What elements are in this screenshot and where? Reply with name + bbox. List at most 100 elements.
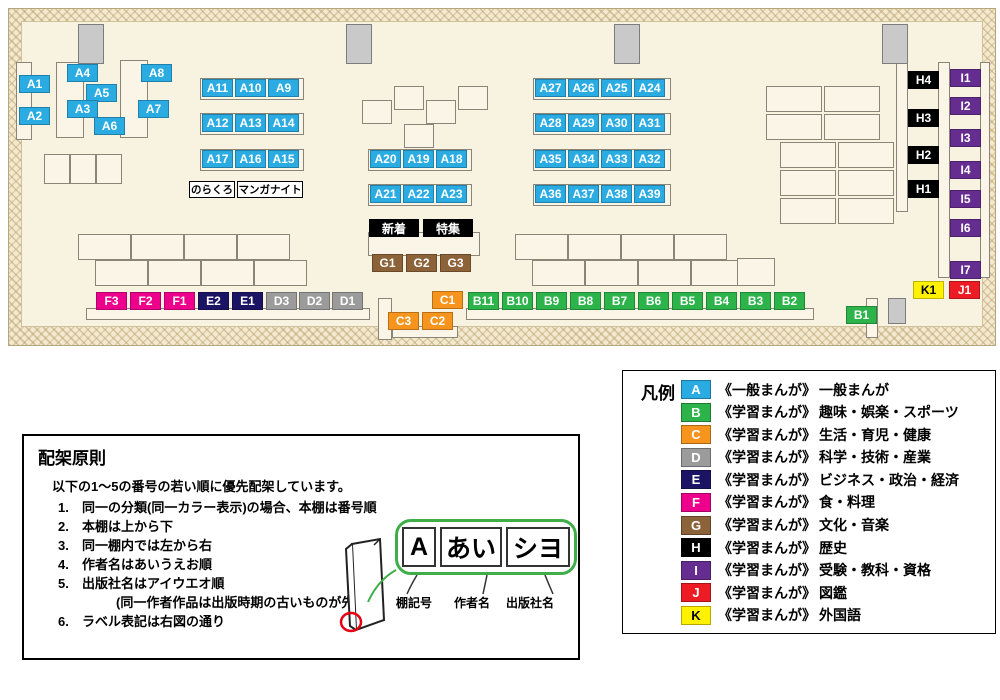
shelf xyxy=(254,260,307,286)
shelf xyxy=(568,234,621,260)
shelf xyxy=(78,234,131,260)
map-label-A32: A32 xyxy=(634,150,665,168)
map-label-D2: D2 xyxy=(299,292,330,310)
shelf xyxy=(766,114,822,140)
legend-category-name: 外国語 xyxy=(819,607,861,624)
legend-category-name: 図鑑 xyxy=(819,584,847,601)
map-label-A28: A28 xyxy=(535,114,566,132)
legend-label: 《学習まんが》受験・教科・資格 xyxy=(718,560,931,580)
rule-number: 1. xyxy=(58,500,69,515)
map-label-I2: I2 xyxy=(950,97,981,115)
map-label-A39: A39 xyxy=(634,185,665,203)
map-label-I1: I1 xyxy=(950,69,981,87)
shelf xyxy=(362,100,392,124)
rule-item: 4.作者名はあいうえお順 xyxy=(58,555,377,574)
map-label-B5: B5 xyxy=(672,292,703,310)
map-label-A27: A27 xyxy=(535,79,566,97)
map-label-B6: B6 xyxy=(638,292,669,310)
pillar xyxy=(888,298,906,324)
map-label-A9: A9 xyxy=(268,79,299,97)
shelf xyxy=(394,86,424,110)
map-label-A31: A31 xyxy=(634,114,665,132)
legend-swatch-H: H xyxy=(681,538,711,558)
map-label-A33: A33 xyxy=(601,150,632,168)
legend-category-name: 食・料理 xyxy=(819,494,875,511)
rule-number: 4. xyxy=(58,557,69,572)
legend-category-name: 趣味・娯楽・スポーツ xyxy=(819,404,959,421)
map-label-B4: B4 xyxy=(706,292,737,310)
rule-number: 6. xyxy=(58,614,69,629)
shelf xyxy=(96,154,122,184)
shelf xyxy=(44,154,70,184)
legend-swatch-E: E xyxy=(681,470,711,490)
map-label-A23: A23 xyxy=(436,185,467,203)
map-label-A16: A16 xyxy=(235,150,266,168)
map-text-label: マンガナイト xyxy=(237,181,303,198)
map-label-F2: F2 xyxy=(130,292,161,310)
legend-item-J: J 《学習まんが》図鑑 xyxy=(681,583,959,603)
legend-category-name: 文化・音楽 xyxy=(819,517,889,534)
legend-item-E: E《学習まんが》ビジネス・政治・経済 xyxy=(681,470,959,490)
map-label-A5: A5 xyxy=(86,84,117,102)
shelf xyxy=(824,114,880,140)
map-label-A29: A29 xyxy=(568,114,599,132)
rules-list: 1. 同一の分類(同一カラー表示)の場合、本棚は番号順 2.本棚は上から下 3. 同一棚… xyxy=(58,498,377,631)
shelf xyxy=(838,142,894,168)
shelf xyxy=(148,260,201,286)
shelf xyxy=(201,260,254,286)
map-label-I6: I6 xyxy=(950,219,981,237)
map-label-C1: C1 xyxy=(432,291,463,309)
pillar xyxy=(882,24,908,64)
map-label-H1: H1 xyxy=(908,180,939,198)
rule-item: (同一作者作品は出版時期の古いものが先) xyxy=(58,593,377,612)
example-publisher-name: シヨ xyxy=(506,527,570,567)
legend-label: 《学習まんが》図鑑 xyxy=(718,583,847,603)
map-label-B11: B11 xyxy=(468,292,499,310)
zoom-callout-line xyxy=(367,569,397,603)
map-label-B1: B1 xyxy=(846,306,877,324)
shelf xyxy=(766,86,822,112)
rule-text: ラベル表記は右図の通り xyxy=(82,614,226,629)
rule-number: 3. xyxy=(58,538,69,553)
legend-category-prefix: 《一般まんが》 xyxy=(718,381,816,398)
legend-category-prefix: 《学習まんが》 xyxy=(718,426,816,443)
map-label-F3: F3 xyxy=(96,292,127,310)
map-label-A14: A14 xyxy=(268,114,299,132)
legend-swatch-J: J xyxy=(681,583,711,603)
rule-text: 同一の分類(同一カラー表示)の場合、本棚は番号順 xyxy=(82,500,377,515)
legend-swatch-D: D xyxy=(681,447,711,467)
map-label-A7: A7 xyxy=(138,100,169,118)
callout-publisher-name: 出版社名 xyxy=(506,596,555,610)
map-label-E2: E2 xyxy=(198,292,229,310)
legend-label: 《学習まんが》科学・技術・産業 xyxy=(718,447,931,467)
map-label-A6: A6 xyxy=(94,117,125,135)
map-label-A3: A3 xyxy=(67,100,98,118)
map-label-A37: A37 xyxy=(568,185,599,203)
map-text-label: のらくろ xyxy=(189,181,235,198)
map-label-B10: B10 xyxy=(502,292,533,310)
map-label-A20: A20 xyxy=(370,150,401,168)
rule-item: 2.本棚は上から下 xyxy=(58,517,377,536)
legend-label: 《学習まんが》生活・育児・健康 xyxy=(718,425,931,445)
map-label-D3: D3 xyxy=(266,292,297,310)
legend-label: 《一般まんが》一般まんが xyxy=(718,380,889,400)
example-shelf-code: A xyxy=(402,527,436,567)
map-label-A34: A34 xyxy=(568,150,599,168)
map-label-B3: B3 xyxy=(740,292,771,310)
legend-item-H: H《学習まんが》歴史 xyxy=(681,538,959,558)
map-label-B2: B2 xyxy=(774,292,805,310)
legend-item-I: I《学習まんが》受験・教科・資格 xyxy=(681,560,959,580)
principles-intro: 以下の1〜5の番号の若い順に優先配架しています。 xyxy=(52,479,351,494)
map-text-label: 特集 xyxy=(423,219,473,237)
map-label-G2: G2 xyxy=(406,254,437,272)
shelf xyxy=(532,260,585,286)
map-label-A1: A1 xyxy=(19,75,50,93)
callout-lines xyxy=(406,575,554,595)
pillar xyxy=(614,24,640,64)
rule-text: 同一棚内では左から右 xyxy=(82,538,213,553)
shelf xyxy=(515,234,568,260)
legend-swatch-C: C xyxy=(681,425,711,445)
legend-swatch-G: G xyxy=(681,515,711,535)
legend-label: 《学習まんが》食・料理 xyxy=(718,492,875,512)
legend-label: 《学習まんが》趣味・娯楽・スポーツ xyxy=(718,402,959,422)
